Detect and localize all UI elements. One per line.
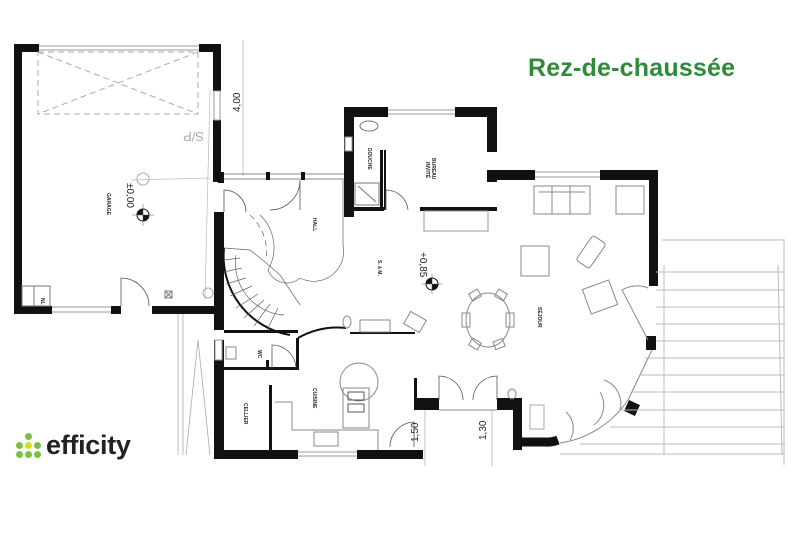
logo-dot	[34, 442, 41, 449]
logo-dot	[16, 442, 23, 449]
staircase	[222, 180, 344, 336]
logo-dot	[25, 433, 32, 440]
logo-dot	[25, 451, 32, 458]
brand-name: efficity	[46, 430, 131, 460]
dim-garage-depth: 4,00	[232, 92, 243, 112]
plan-title: Rez-de-chaussée	[528, 54, 736, 82]
garage-label: GARAGE	[105, 193, 111, 216]
sejour-label: SÉJOUR	[536, 307, 544, 328]
sejour-area	[461, 185, 653, 444]
cellier-label: CELLIER	[242, 403, 248, 425]
bureau-sublabel: INVITÉ	[424, 162, 432, 179]
logo-dots-icon	[16, 433, 41, 458]
wc-label: WC	[256, 350, 262, 359]
logo-dot	[16, 451, 23, 458]
dim-entry-right: 1,30	[478, 420, 489, 440]
sam-label: S. à M.	[376, 260, 382, 276]
living-level: +0,85	[417, 252, 428, 278]
douche-label: DOUCHE	[366, 148, 372, 170]
level-marker-icon	[132, 204, 154, 226]
bureau-label: BUREAU	[430, 158, 436, 180]
cuisine-label: CUISINE	[311, 388, 317, 409]
logo-dot	[16, 433, 23, 440]
level-marker-icon	[422, 274, 442, 294]
garage-level: ±0,00	[124, 183, 135, 208]
annotation: S/P	[183, 129, 204, 144]
nl-label: NL	[39, 298, 45, 305]
exterior-lines	[177, 314, 211, 456]
garage-area: NL GARAGE ±0,00 S/P	[14, 44, 222, 314]
logo-dot	[34, 433, 41, 440]
dim-entry-left: 1,50	[410, 422, 421, 442]
hall-label: HALL	[311, 218, 317, 231]
efficity-logo: efficity	[16, 430, 131, 461]
logo-dot	[34, 451, 41, 458]
terrace-pergola	[560, 239, 785, 465]
logo-dot	[25, 442, 32, 449]
